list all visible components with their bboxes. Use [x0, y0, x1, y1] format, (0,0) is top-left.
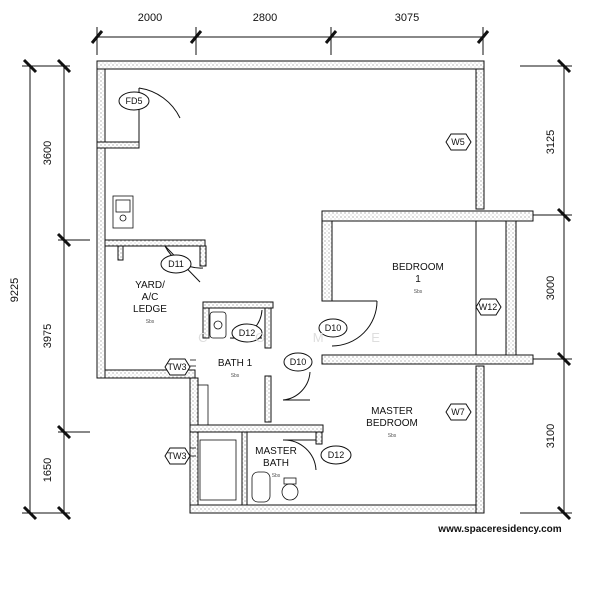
tag-d10-bath: D10 — [289, 357, 307, 367]
room-yard-line1: YARD/ — [135, 280, 165, 291]
tag-w5: W5 — [451, 137, 465, 147]
dim-top-1: 2000 — [137, 12, 163, 24]
room-yard-line2: A/C — [141, 292, 159, 303]
room-master-bath-line2: BATH — [263, 458, 289, 469]
left-dimension-line — [56, 58, 90, 521]
tag-tw3-yard: TW3 — [167, 362, 187, 372]
room-bath1-name: BATH 1 — [217, 358, 253, 369]
fixtures — [112, 195, 299, 505]
dim-left-1: 3600 — [42, 140, 54, 166]
room-bath1: BATH 1 Sbs — [210, 358, 260, 382]
room-master-bath: MASTER BATH Sbs — [248, 446, 304, 482]
dim-left-total: 9225 — [9, 277, 21, 303]
right-dimension-line — [520, 58, 572, 521]
dim-right-2: 3000 — [545, 275, 557, 301]
dim-right-1: 3125 — [545, 129, 557, 155]
tag-d10-bedroom: D10 — [324, 323, 342, 333]
tag-d12-master: D12 — [327, 450, 345, 460]
tag-tw3-bath: TW3 — [167, 451, 187, 461]
door-swings — [138, 87, 378, 471]
top-dimension-line — [90, 27, 490, 55]
watermark: C O M E — [198, 330, 402, 345]
room-bedroom1: BEDROOM 1 Sbs — [378, 262, 458, 298]
tag-w12: W12 — [478, 302, 498, 312]
dim-top-2: 2800 — [252, 12, 278, 24]
room-bath1-area: Sbs — [230, 373, 240, 379]
website-url: www.spaceresidency.com — [438, 524, 562, 535]
room-bedroom1-area: Sbs — [413, 289, 423, 295]
tag-d11: D11 — [168, 259, 184, 269]
tag-d12-bath1: D12 — [238, 328, 256, 338]
dim-left-2: 3975 — [42, 323, 54, 349]
room-bedroom1-name: BEDROOM — [392, 262, 444, 273]
room-master-bedroom-area: Sbs — [387, 433, 397, 439]
room-yard-area: Sbs — [145, 319, 155, 325]
room-master-bedroom-line1: MASTER — [371, 406, 413, 417]
tw3-windows — [190, 359, 196, 457]
yard-walls — [104, 239, 207, 267]
room-yard-line3: LEDGE — [133, 304, 167, 315]
room-bedroom1-number: 1 — [415, 274, 421, 285]
room-master-bedroom: MASTER BEDROOM Sbs — [352, 406, 432, 442]
dim-left-3: 1650 — [42, 457, 54, 483]
exterior-walls — [96, 60, 485, 514]
left-total-dimension-line — [22, 58, 70, 521]
room-master-bath-line1: MASTER — [255, 446, 297, 457]
tag-fd5: FD5 — [125, 96, 143, 106]
tag-w7: W7 — [451, 407, 465, 417]
bedroom1-walls — [321, 210, 534, 365]
bath-walls — [189, 301, 324, 506]
room-yard: YARD/ A/C LEDGE Sbs — [120, 280, 180, 328]
room-master-bath-area: Sbs — [271, 473, 281, 479]
tag-shapes — [118, 91, 502, 465]
room-master-bedroom-line2: BEDROOM — [366, 418, 418, 429]
dim-top-3: 3075 — [394, 12, 420, 24]
dim-right-3: 3100 — [545, 423, 557, 449]
